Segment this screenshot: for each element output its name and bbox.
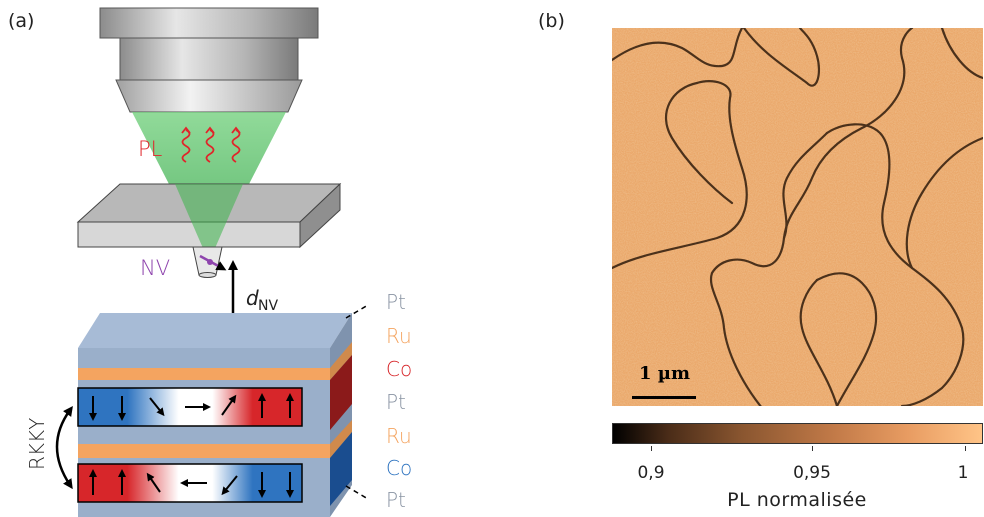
colorbar-tick-label-1: 0,95 — [793, 463, 831, 483]
layer-label-co-1: Co — [386, 357, 413, 381]
pl-label: PL — [138, 137, 163, 161]
schematic-panel-a: PL NV d NV — [25, 7, 369, 517]
colorbar-tick-label-2: 1 — [957, 463, 969, 483]
layer-label-ru-2: Ru — [386, 424, 412, 448]
dashed-guide-bottom — [345, 485, 369, 500]
pl-emission-arrows — [181, 126, 241, 163]
distance-label-subscript: NV — [258, 298, 278, 314]
layer-label-pt-3: Pt — [386, 488, 406, 512]
colorbar-tick-0 — [651, 446, 652, 451]
pl-map-image — [612, 28, 983, 406]
laser-beam-through — [175, 184, 243, 262]
layer-label-co-2: Co — [386, 456, 413, 480]
spin-arrows-top — [89, 393, 294, 421]
rkky-arrow — [55, 405, 73, 490]
multilayer-stack — [77, 313, 352, 517]
layer-label-ru-1: Ru — [386, 324, 412, 348]
nv-tip — [192, 246, 227, 278]
colorbar-tick-2 — [965, 446, 966, 451]
colorbar — [612, 423, 983, 444]
nv-label: NV — [140, 256, 170, 280]
domain-walls — [612, 28, 983, 406]
panel-b-label: (b) — [538, 10, 565, 32]
layer-label-pt-2: Pt — [386, 390, 406, 414]
dashed-guide-top — [345, 304, 369, 319]
colorbar-tick-label-0: 0,9 — [637, 463, 665, 483]
colorbar-tick-1 — [812, 446, 813, 451]
scale-bar — [632, 396, 696, 399]
layer-label-pt-1: Pt — [386, 290, 406, 314]
microscope-objective — [99, 7, 319, 113]
panel-a-label: (a) — [8, 10, 35, 32]
scale-bar-label: 1 µm — [639, 363, 691, 384]
rkky-label: RKKY — [25, 418, 49, 470]
spin-arrows-bottom — [89, 469, 294, 498]
distance-label: d — [246, 286, 259, 310]
colorbar-title: PL normalisée — [727, 489, 867, 511]
